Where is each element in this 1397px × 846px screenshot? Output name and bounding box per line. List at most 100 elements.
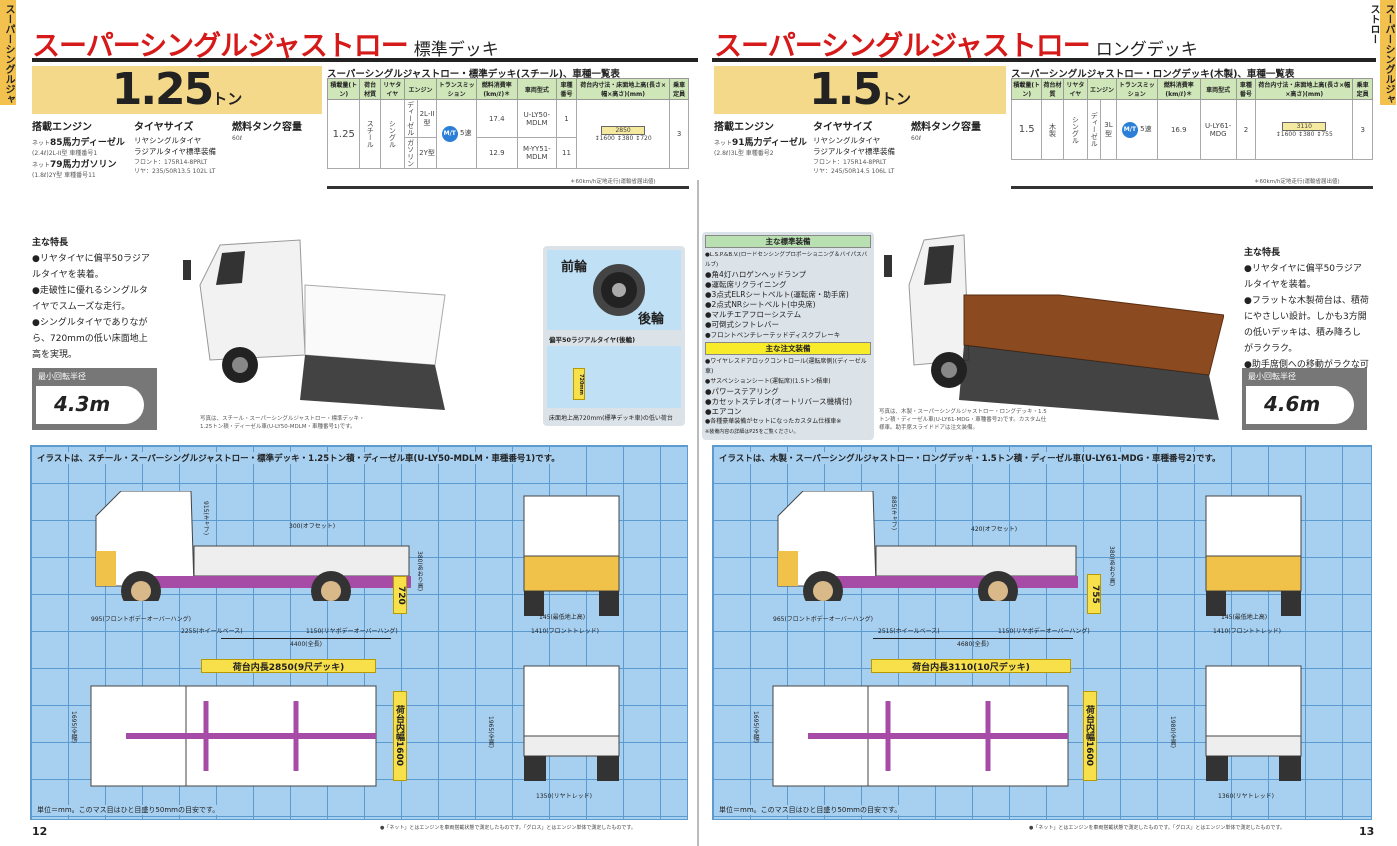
text-label: ●カセットステレオ(オートリバース機構付): [705, 397, 853, 406]
text-label: ●フラットな木製荷台は、積荷にやさしい設計。しかも3方開の低いデッキは、積み降ろ…: [1244, 296, 1369, 354]
text-label: 積載量(トン): [326, 78, 361, 100]
dimension-label: 380(あおり高): [416, 551, 423, 592]
page-number: 13: [1359, 825, 1375, 838]
text-label: 1: [555, 99, 578, 138]
dimension-label: 380(あおり高): [1108, 546, 1115, 587]
text-label: (1.8ℓ)2Y型 車種番号11: [32, 172, 96, 179]
text-label: ●マルチエアフローシステム: [705, 310, 802, 319]
text-label: トン: [880, 90, 911, 108]
text-label: フロント：175R14-8PRLT: [134, 159, 208, 166]
table-title: スーパーシングルジャストロー・標準デッキ(スチール)、車種一覧表: [327, 69, 620, 80]
text-label: タイヤサイズ: [134, 122, 194, 133]
text-label: 積載量(トン): [1010, 78, 1043, 100]
text-label: リヤシングルタイヤ: [813, 136, 881, 145]
text-label: 380: [621, 135, 634, 142]
text-label: 5速: [460, 129, 472, 137]
text-label: ●走破性に優れるシングルタイヤでスムーズな走行。: [32, 286, 148, 312]
text-label: ●リヤタイヤに偏平50ラジアルタイヤを装着。: [1244, 264, 1362, 290]
text-label: 2Y型: [416, 137, 438, 169]
photo-caption: 写真は、スチール・スーパーシングルジャストロー・標準デッキ・1.25トン積・ディ…: [200, 416, 365, 430]
text-label: タイヤサイズ: [813, 122, 873, 133]
text-label: トランスミッション: [436, 78, 477, 100]
text-label: M/T: [441, 126, 458, 142]
tire-inset: 前輪 後輪 偏平50ラジアルタイヤ(後輪) 720mm 床面地上高720mm(標…: [543, 246, 685, 426]
tire-spec: タイヤサイズ リヤシングルタイヤラジアルタイヤ標準装備 フロント：175R14-…: [813, 118, 901, 175]
unit-note: 単位＝mm。このマス目はひと目盛り50mmの目安です。: [719, 805, 902, 815]
deck-length-bar: 荷台内長2850(9尺デッキ): [201, 659, 376, 673]
text-label: ●各種豪華装備がセットになったカスタム仕様車※: [705, 418, 842, 425]
title-rule: [32, 58, 698, 62]
capacity-box: 1.25トン: [32, 66, 322, 114]
blueprint-caption: イラストは、スチール・スーパーシングルジャストロー・標準デッキ・1.25トン積・…: [37, 452, 560, 464]
text-label: ●エアコン: [705, 407, 742, 416]
text-label: エンジン: [1087, 78, 1117, 100]
text-label: 2L-II型: [416, 99, 438, 138]
text-label: 3: [1352, 99, 1373, 160]
text-label: ネット: [32, 162, 51, 169]
text-label: 車両型式: [516, 78, 557, 100]
top-view-drawing: [90, 685, 377, 787]
tire-icon: [593, 264, 645, 316]
engine-spec: 搭載エンジン ネット85馬力ディーゼル (2.4ℓ)2L-II型 車種番号1 ネ…: [32, 118, 130, 179]
features: 主な特長●リヤタイヤに偏平50ラジアルタイヤを装着。●走破性に優れるシングルタイ…: [32, 235, 152, 363]
dimension-label: 4680(全長): [873, 638, 1073, 648]
text-label: 60ℓ: [232, 135, 243, 142]
text-label: 荷台材質: [359, 78, 381, 100]
text-label: (2.4ℓ)2L-II型 車種番号1: [32, 150, 98, 157]
side-view-drawing: [777, 491, 1078, 601]
dimension-label: 145(最低地上高): [1221, 614, 1268, 621]
text-label: 380: [1302, 130, 1315, 138]
dimension-label: 915(キャブ): [202, 501, 209, 536]
text-label: リヤタイヤ: [1062, 78, 1089, 100]
text-label: リヤ：245/50R14.5 106L LT: [813, 168, 895, 175]
table-note: ＊60km/h定地走行(運輸省届出値): [1254, 179, 1340, 185]
text-label: ●リヤタイヤに偏平50ラジアルタイヤを装着。: [32, 254, 150, 280]
text-label: 偏平50ラジアルタイヤ(後輪): [549, 336, 636, 344]
text-label: 主な標準装備: [705, 235, 871, 248]
blueprint-caption: イラストは、木製・スーパーシングルジャストロー・ロングデッキ・1.5トン積・ディ…: [719, 452, 1221, 464]
text-label: 3110: [1282, 121, 1327, 131]
text-label: 755: [1087, 574, 1101, 614]
text-label: ディーゼル: [1087, 99, 1102, 160]
text-label: 17.4: [475, 99, 518, 138]
text-label: リヤタイヤ: [379, 78, 405, 100]
text-label: 燃料消費率(km/ℓ)＊: [1156, 78, 1201, 100]
text-label: ●ワイヤレスドアロックコントロール(運転席側)(ディーゼル車): [705, 358, 867, 375]
blueprint-panel: イラストは、スチール・スーパーシングルジャストロー・標準デッキ・1.25トン積・…: [30, 445, 688, 820]
text-label: ●シングルタイヤでありながら、720mmの低い床面地上高を実現。: [32, 318, 148, 360]
blueprint-panel: イラストは、木製・スーパーシングルジャストロー・ロングデッキ・1.5トン積・ディ…: [712, 445, 1372, 820]
page-title: スーパーシングルジャストロー標準デッキ: [32, 24, 499, 64]
text-label: スーパーシングルジャストロー: [714, 29, 1091, 62]
dimension-label: 300(オフセット): [289, 523, 336, 530]
title-rule: [712, 58, 1376, 62]
text-label: (2.8ℓ)3L型 車種番号2: [714, 150, 774, 157]
table-note: ＊60km/h定地走行(運輸省届出値): [570, 179, 656, 185]
text-label: U-LY50-MDLM: [516, 99, 557, 138]
dimension-label: 1150(リヤボデーオーバーハング): [998, 628, 1090, 635]
text-label: 主な特長: [1244, 248, 1281, 258]
dimension-label: 2515(ホイールベース): [878, 628, 940, 635]
text-label: 荷台内幅1600: [1083, 691, 1097, 781]
text-label: ネット: [32, 140, 51, 147]
truck-photo-wood: [884, 234, 1224, 420]
text-label: トランスミッション: [1115, 78, 1158, 100]
front-view-drawing: [1205, 495, 1302, 616]
text-label: ●2点式NRシートベルト(中央席): [705, 300, 816, 309]
text-label: 2: [1235, 99, 1257, 160]
spec-table: 積載量(トン)荷台材質リヤタイヤエンジントランスミッション燃料消費率(km/ℓ)…: [326, 78, 689, 169]
spec-table: 積載量(トン)荷台材質リヤタイヤエンジントランスミッション燃料消費率(km/ℓ)…: [1010, 78, 1373, 160]
dimension-label: 885(キャブ): [890, 496, 897, 531]
text-label: 搭載エンジン: [714, 122, 774, 133]
text-label: 720: [640, 135, 652, 142]
text-label: 荷台内寸法・床面地上高(長さ×幅×高さ)(mm): [1255, 78, 1354, 100]
dimension-label: 1360(リヤトレッド): [1218, 793, 1274, 800]
deck-diagram: 2850↕1600 ↕380 ↕720: [576, 99, 671, 169]
text-label: 燃料タンク容量: [232, 122, 302, 133]
side-view-drawing: [95, 491, 411, 601]
text-label: エンジン: [403, 78, 438, 100]
text-label: 前輪: [561, 260, 588, 275]
